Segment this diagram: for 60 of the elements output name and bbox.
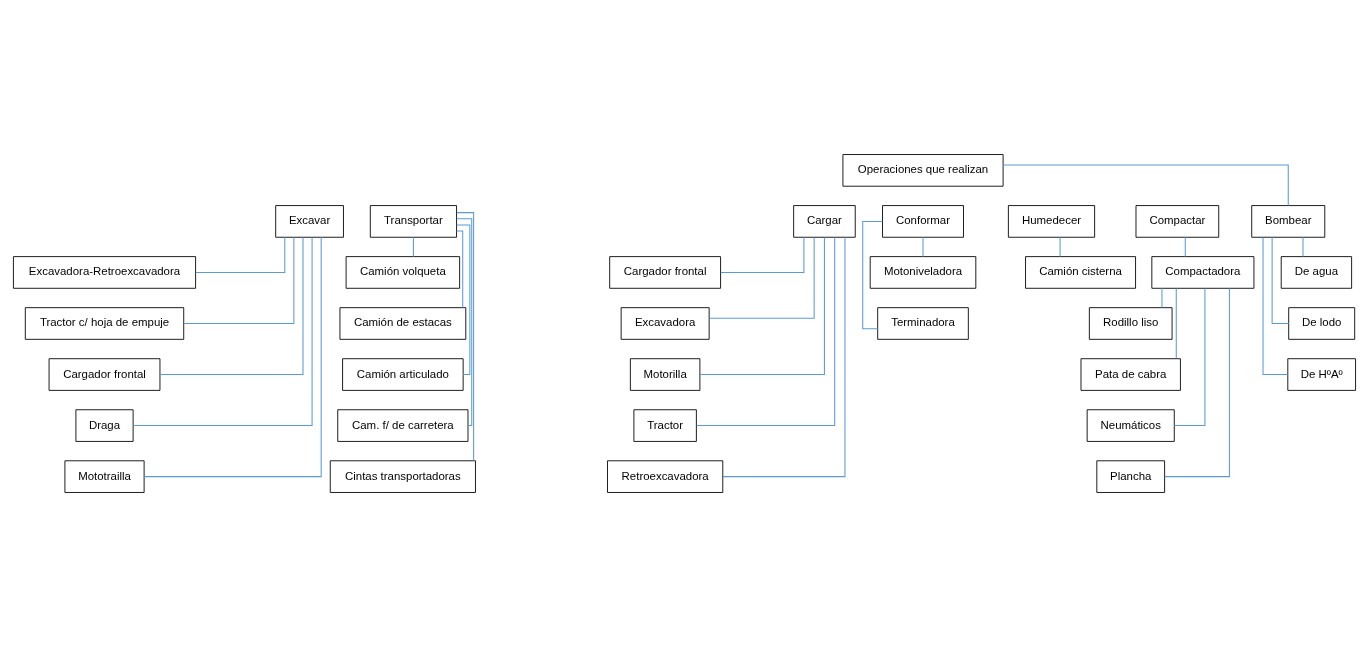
node-box: Retroexcavadora [607,459,724,493]
node-box: Neumáticos [1086,408,1175,442]
connector [922,236,924,257]
connector [132,236,313,426]
node-box: Camión cisterna [1025,255,1136,289]
node-box: Cargar [793,204,856,238]
node-box: Pata de cabra [1080,357,1181,391]
node-box: Tractor [633,408,697,442]
node-box: Rodillo liso [1088,306,1173,340]
node-box: Camión articulado [342,357,464,391]
connector [699,236,825,375]
node-box: Tractor c/ hoja de empuje [24,306,185,340]
node-box: Plancha [1096,459,1166,493]
connector [456,223,471,375]
node-box: De agua [1280,255,1353,289]
connector [159,236,304,375]
node-box: Camión volqueta [345,255,461,289]
connector [456,230,464,308]
node-box: Humedecer [1007,204,1096,238]
connector [708,236,815,319]
connector [720,236,805,273]
node-box: Motoniveladora [869,255,977,289]
node-box: Excavar [275,204,344,238]
node-box: Terminadora [877,306,969,340]
connector [412,236,414,257]
connector [1161,287,1163,308]
connector [1173,287,1206,426]
connector [1302,236,1304,257]
node-box: Conformar [882,204,964,238]
node-box: Draga [75,408,134,442]
node-box: Operaciones que realizan [842,153,1004,187]
node-box: Transportar [369,204,457,238]
connector [456,211,475,461]
node-box: Excavadora [620,306,710,340]
connector [696,236,836,426]
connector [143,236,322,477]
connector [722,236,846,477]
connector [1262,236,1289,375]
node-box: Excavadora-Retroexcavadora [13,255,197,289]
connector [1184,236,1186,257]
node-box: Mototrailla [64,459,145,493]
node-box: De lodo [1288,306,1356,340]
connector [456,217,473,426]
connector [1164,287,1230,477]
connector [1175,287,1177,359]
connector [183,236,295,324]
connector [1059,236,1061,257]
node-box: Cam. f/ de carretera [337,408,469,442]
node-box: Motorilla [629,357,701,391]
connector [195,236,286,273]
node-box: Cargador frontal [609,255,722,289]
node-box: Bombear [1251,204,1326,238]
node-box: Compactar [1135,204,1220,238]
node-box: Cargador frontal [48,357,161,391]
node-box: De HºAº [1287,357,1356,391]
node-box: Compactadora [1151,255,1255,289]
connector [1002,164,1289,206]
node-box: Camión de estacas [339,306,467,340]
connector [1271,236,1290,324]
node-box: Cintas transportadoras [329,459,476,493]
